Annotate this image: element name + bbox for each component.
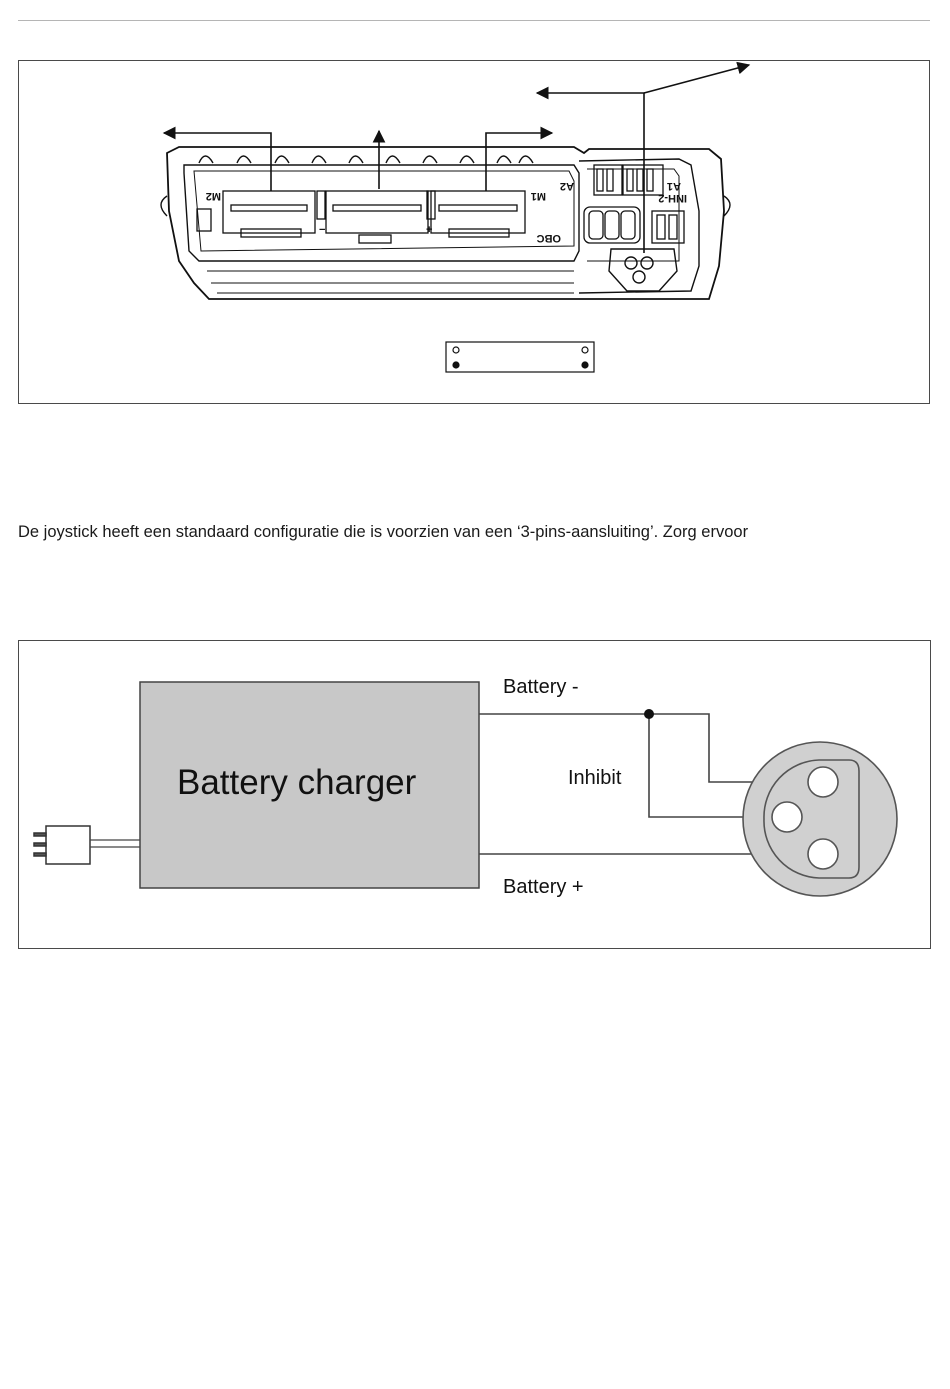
inhibit-label: Inhibit [568,767,622,789]
label-m2: M2 [206,190,221,202]
controller-connector-figure: M2 M1 A2 A1 INH-2 OBC − + [18,60,930,404]
label-plus: + [426,224,432,236]
battery-minus-label: Battery - [503,676,579,698]
label-inh2: INH-2 [658,192,687,204]
battery-plus-label: Battery + [503,876,584,898]
label-minus: − [319,224,325,236]
three-pin-socket-icon [743,742,897,896]
label-a2: A2 [560,180,574,192]
charger-label: Battery charger [177,763,417,802]
label-m1: M1 [531,190,546,202]
label-obc: OBC [537,232,562,244]
label-a1: A1 [667,180,681,192]
top-rule [18,20,930,21]
power-connectors [197,191,525,243]
controller-drawing: M2 M1 A2 A1 INH-2 OBC − + [19,61,931,405]
mains-plug-icon [34,826,140,864]
body-paragraph: De joystick heeft een standaard configur… [18,522,930,542]
charger-socket-icon [609,249,677,291]
connector-legend [446,342,594,372]
charger-wiring-drawing: Battery charger Battery - Inhibit Batter… [19,641,932,950]
charger-wiring-figure: Battery charger Battery - Inhibit Batter… [18,640,931,949]
junction-dot [644,709,654,719]
